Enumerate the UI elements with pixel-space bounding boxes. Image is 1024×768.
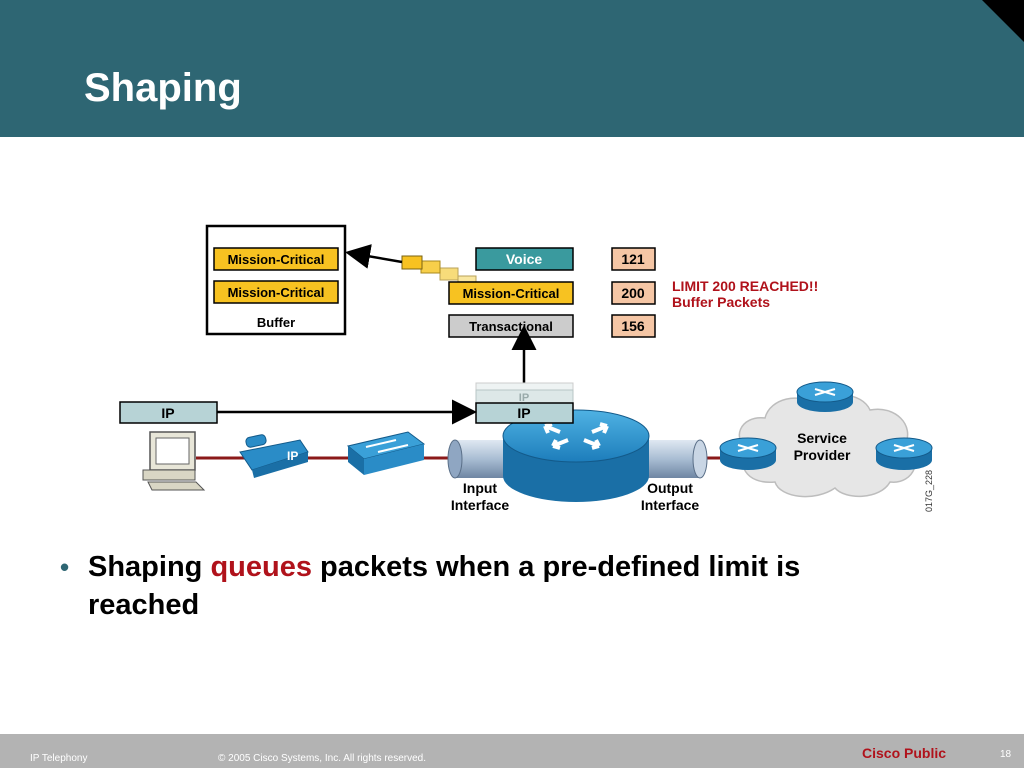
limit-reached-text: LIMIT 200 REACHED!! xyxy=(672,278,818,294)
queue-count-value: 156 xyxy=(621,318,645,334)
service-provider-label-2: Provider xyxy=(794,447,851,463)
ip-stack-label: IP xyxy=(519,392,529,404)
buffer-item-label: Mission-Critical xyxy=(228,252,325,267)
buffer-item: Mission-Critical xyxy=(213,280,339,304)
footer-page-number: 18 xyxy=(1000,749,1012,760)
bullet-item: • Shaping queues packets when a pre-defi… xyxy=(60,548,960,586)
shaping-diagram: Mission-Critical Mission-Critical Buffer… xyxy=(119,224,934,513)
ip-packet-left-label: IP xyxy=(161,405,174,421)
corner-triangle xyxy=(982,0,1024,42)
input-interface-label-2: Interface xyxy=(451,497,510,513)
bullet-text-continued: packets when a pre-defined limit is xyxy=(311,551,801,583)
bullet-text: Shaping xyxy=(88,551,211,583)
queue-count: 121 xyxy=(611,247,656,271)
queue-count-value: 121 xyxy=(621,251,645,267)
queue-label: Voice xyxy=(506,251,543,267)
buffer-item-label: Mission-Critical xyxy=(228,285,325,300)
queue-label: Mission-Critical xyxy=(463,286,560,301)
buffer-item: Mission-Critical xyxy=(213,247,339,271)
bullet-text-line2: reached xyxy=(88,589,200,621)
bullet-highlight: queues xyxy=(210,551,312,583)
ip-phone-icon: IP xyxy=(239,434,309,478)
queue-mission-critical: Mission-Critical xyxy=(448,281,574,305)
output-interface-label: Output xyxy=(647,480,693,496)
ip-packet-left: IP xyxy=(119,401,218,424)
switch-icon xyxy=(346,431,426,475)
footer-classification: Cisco Public xyxy=(862,745,947,761)
ip-packet-router-label: IP xyxy=(517,405,530,421)
queue-label: Transactional xyxy=(469,319,553,334)
title-bar: Shaping xyxy=(0,0,1024,137)
output-interface-pipe xyxy=(640,439,708,479)
queue-count: 200 xyxy=(611,281,656,305)
bullet-dot: • xyxy=(60,552,70,582)
router-icon xyxy=(719,437,777,470)
router-icon xyxy=(796,381,854,412)
router-icon xyxy=(502,409,650,502)
to-buffer-arrow xyxy=(345,244,403,269)
queue-count-value: 200 xyxy=(621,285,645,301)
footer-section-title: IP Telephony xyxy=(30,753,88,764)
service-provider-label: Service xyxy=(797,430,847,446)
figure-id: 017G_228 xyxy=(924,470,934,512)
ip-packet-stack: IP IP xyxy=(475,382,574,424)
footer-copyright: © 2005 Cisco Systems, Inc. All rights re… xyxy=(218,753,427,764)
bullet-list: • Shaping queues packets when a pre-defi… xyxy=(60,548,960,624)
buffer-label: Buffer xyxy=(257,315,295,330)
buffer-box: Mission-Critical Mission-Critical Buffer xyxy=(205,224,347,336)
queue-voice: Voice xyxy=(475,247,574,271)
queue-transactional: Transactional xyxy=(448,314,574,338)
input-interface-pipe xyxy=(447,439,510,479)
router-icon xyxy=(875,437,933,470)
buffer-packets-text: Buffer Packets xyxy=(672,294,770,310)
queue-count: 156 xyxy=(611,314,656,338)
pc-icon xyxy=(142,431,206,491)
footer-bar: IP Telephony © 2005 Cisco Systems, Inc. … xyxy=(0,734,1024,768)
input-interface-label: Input xyxy=(463,480,498,496)
slide-title: Shaping xyxy=(84,66,242,110)
bullet-item-line2: reached xyxy=(60,586,960,624)
output-interface-label-2: Interface xyxy=(641,497,700,513)
service-provider-cloud: Service Provider xyxy=(738,394,917,498)
phone-ip-label: IP xyxy=(287,449,298,463)
